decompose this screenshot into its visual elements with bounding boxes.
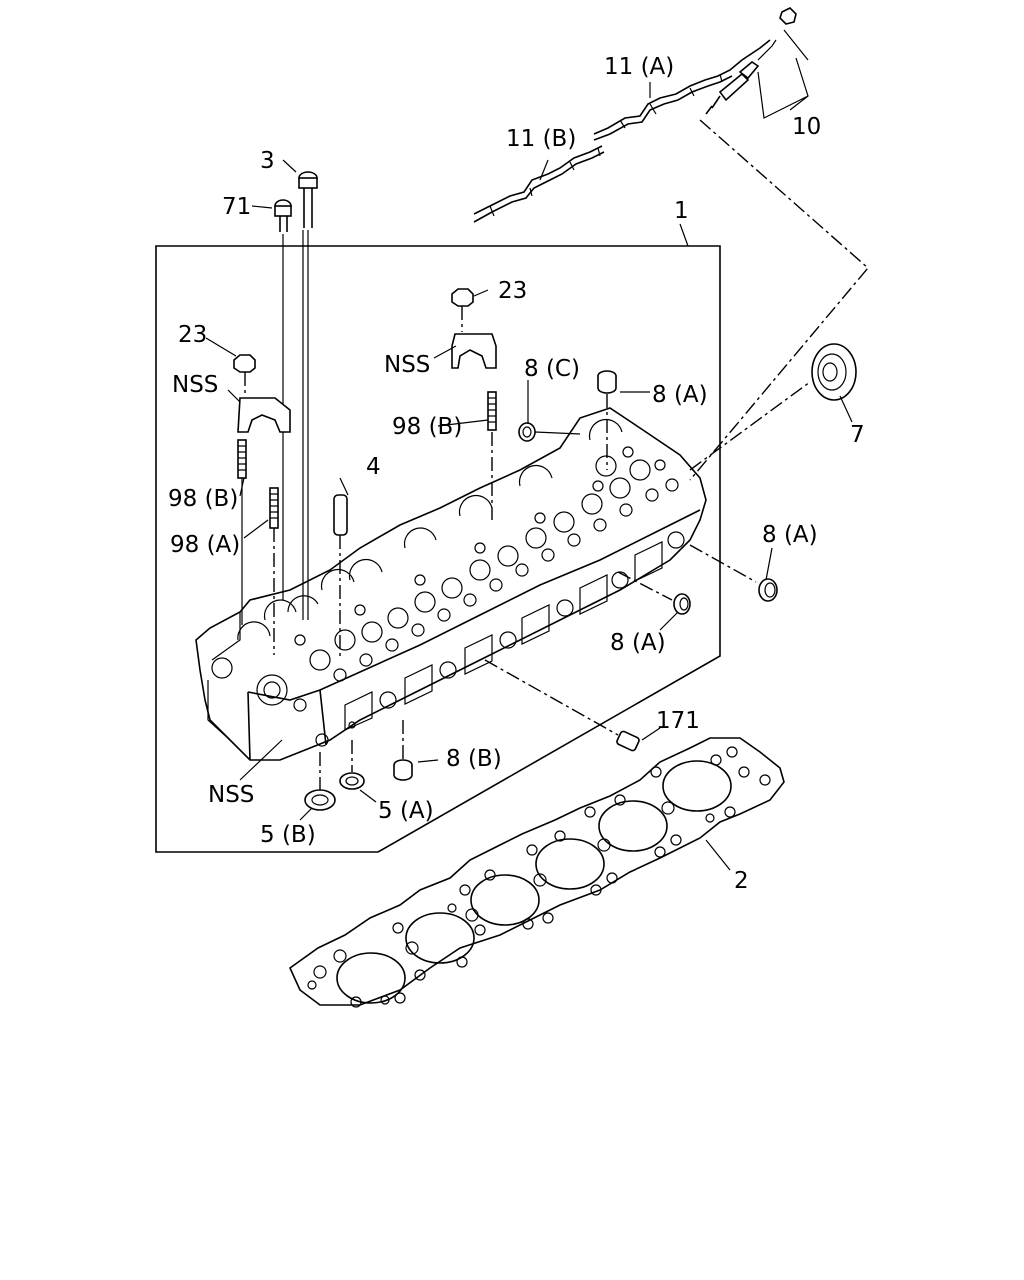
label-23-mid: 23	[498, 278, 527, 304]
bearing-cap-mid	[451, 333, 497, 369]
plug-8a-mid	[617, 571, 691, 615]
stud-98b-left	[237, 439, 247, 625]
label-nss-left: NSS	[172, 372, 218, 398]
label-2: 2	[734, 868, 749, 894]
seal-plug-7	[689, 343, 857, 471]
label-8c: 8 (C)	[524, 356, 580, 382]
label-10: 10	[792, 114, 821, 140]
label-8a-mid: 8 (A)	[610, 630, 666, 656]
label-nss-mid: NSS	[384, 352, 430, 378]
label-71: 71	[222, 194, 251, 220]
label-1: 1	[674, 198, 689, 224]
label-98b-left: 98 (B)	[168, 486, 238, 512]
nut-23-left	[233, 354, 256, 395]
nut-23-mid	[451, 288, 474, 332]
stud-98a-left	[269, 487, 279, 655]
glow-plug-10	[689, 7, 869, 481]
harness-11b	[473, 145, 605, 223]
label-8b: 8 (B)	[446, 746, 502, 772]
label-nss-bottom: NSS	[208, 782, 254, 808]
label-7: 7	[850, 422, 865, 448]
label-8a-right: 8 (A)	[762, 522, 818, 548]
label-171: 171	[656, 708, 700, 734]
sensor-171	[484, 659, 640, 752]
label-11a: 11 (A)	[604, 54, 674, 80]
bolt-71	[274, 199, 292, 232]
label-98a: 98 (A)	[170, 532, 240, 558]
plug-8c	[518, 422, 581, 442]
seal-5b	[304, 752, 336, 811]
label-23-left: 23	[178, 322, 207, 348]
label-8a-top: 8 (A)	[652, 382, 708, 408]
label-11b: 11 (B)	[506, 126, 576, 152]
head-gasket	[288, 737, 785, 1008]
assembly-frame	[155, 245, 721, 853]
label-5a: 5 (A)	[378, 798, 434, 824]
harness-11a	[593, 39, 771, 141]
bearing-cap-left	[237, 397, 291, 433]
label-98b-mid: 98 (B)	[392, 414, 462, 440]
cylinder-head-body	[195, 407, 707, 761]
plug-8a-top	[597, 370, 617, 470]
plug-8a-right	[689, 544, 778, 602]
stud-98b-mid	[487, 391, 497, 520]
dowel-pin-4	[333, 494, 348, 660]
leader-lines	[205, 29, 853, 871]
plug-8b	[393, 720, 413, 781]
label-4: 4	[366, 454, 381, 480]
seal-5a	[339, 740, 365, 790]
label-5b: 5 (B)	[260, 822, 316, 848]
bolt-3	[298, 171, 318, 228]
label-3: 3	[260, 148, 275, 174]
